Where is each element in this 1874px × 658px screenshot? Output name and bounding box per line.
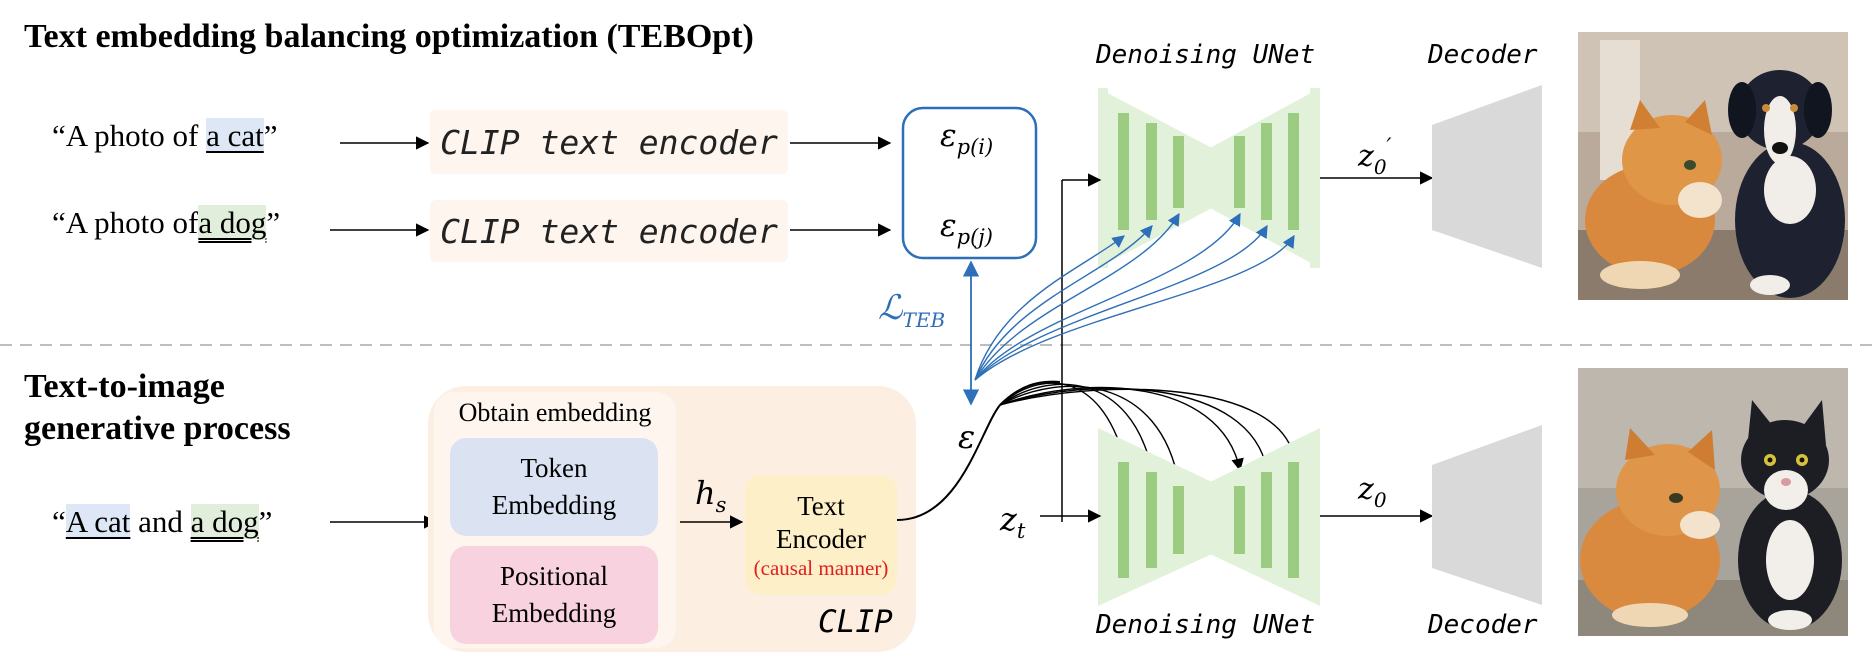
decoder-top-shape xyxy=(1432,85,1542,268)
decoder-bottom-shape xyxy=(1432,425,1542,605)
hs-sub: s xyxy=(715,493,727,517)
loss-teb-label: ℒTEB xyxy=(878,288,945,332)
hs-base: h xyxy=(695,474,716,512)
bottom-prompt-dog: a dog xyxy=(190,504,259,539)
eps-j-base: ε xyxy=(940,208,957,244)
clip-label: CLIP xyxy=(818,604,893,640)
unet-bottom-bar-4 xyxy=(1234,486,1245,554)
epsilon-label: ε xyxy=(958,418,976,456)
top-prompt-1-before: “A photo of xyxy=(52,118,207,153)
z0-prime-sup: ′ xyxy=(1386,135,1392,160)
text-encoder-line1: Text xyxy=(797,491,845,521)
bottom-prompt-open: “ xyxy=(52,504,66,539)
cat-and-dog-photo-icon xyxy=(1578,32,1848,300)
positional-embedding: Positional Embedding xyxy=(450,546,658,644)
bottom-heading-line2: generative process xyxy=(24,410,291,447)
two-cats-photo-icon xyxy=(1578,368,1848,636)
zt-base: z xyxy=(1000,500,1017,538)
text-encoder: Text Encoder (causal manner) xyxy=(745,478,897,592)
bottom-decoder-label: Decoder xyxy=(1428,610,1538,640)
unet-bottom-bar-2 xyxy=(1146,472,1157,568)
z0-prime-base: z xyxy=(1358,139,1374,174)
zt-label: zt xyxy=(1000,500,1025,543)
unet-top-bar-2 xyxy=(1146,123,1157,220)
eps-j-label: εp(j) xyxy=(940,208,993,249)
unet-top-bar-3 xyxy=(1173,136,1184,208)
top-prompt-2-before: “A photo of xyxy=(52,205,199,240)
loss-teb-base: ℒ xyxy=(878,288,903,328)
causal-manner-note: (causal manner) xyxy=(753,556,889,580)
bottom-prompt: “A cat and a dog” xyxy=(52,504,272,540)
z0-label: z0 xyxy=(1358,472,1387,512)
hs-label: hs xyxy=(695,474,726,517)
top-prompt-1-after: ” xyxy=(263,118,278,153)
z0-base: z xyxy=(1358,472,1374,507)
unet-top-bar-1 xyxy=(1118,113,1129,230)
token-embedding-line2: Embedding xyxy=(491,490,617,520)
obtain-embedding-label: Obtain embedding xyxy=(458,398,652,427)
token-embedding-line1: Token xyxy=(520,453,588,483)
token-embedding-box xyxy=(450,438,658,536)
z0-prime-sub: 0 xyxy=(1373,155,1387,179)
bottom-prompt-middle: and xyxy=(130,504,191,539)
token-embedding: Token Embedding xyxy=(450,438,658,536)
top-prompt-1: “A photo of a cat” xyxy=(52,118,278,154)
unet-top-bar-5 xyxy=(1261,123,1272,220)
eps-i-base: ε xyxy=(940,118,957,154)
top-decoder-label: Decoder xyxy=(1428,40,1538,70)
text-encoder-line2: Encoder xyxy=(776,524,866,554)
eps-embedding-box xyxy=(901,106,1038,260)
unet-bottom-bar-6 xyxy=(1288,462,1299,578)
bottom-unet-label: Denoising UNet xyxy=(1096,610,1316,640)
z0-prime-label: z0′ xyxy=(1358,135,1392,179)
top-prompt-1-cat: a cat xyxy=(206,118,264,153)
encoder-output-curve xyxy=(896,380,1061,521)
unet-top-bar-4 xyxy=(1234,136,1245,208)
unet-top-bar-6 xyxy=(1288,113,1299,230)
eps-i-label: εp(i) xyxy=(940,118,993,159)
text-encoder-box xyxy=(745,475,897,595)
eps-j-sub: p(j) xyxy=(956,225,993,249)
zt-sub: t xyxy=(1016,519,1026,543)
bottom-heading-line1: Text-to-image xyxy=(24,368,225,405)
unet-bottom-bar-3 xyxy=(1173,486,1184,554)
clip-text-encoder-2: CLIP text encoder xyxy=(430,200,788,262)
z0-sub: 0 xyxy=(1373,488,1387,512)
top-prompt-2: “A photo ofa dog” xyxy=(52,205,280,241)
top-heading: Text embedding balancing optimization (T… xyxy=(24,18,754,55)
top-prompt-2-after: ” xyxy=(266,205,281,240)
positional-embedding-box xyxy=(450,546,658,644)
bottom-prompt-cat: A cat xyxy=(65,504,131,539)
eps-i-sub: p(i) xyxy=(956,135,994,159)
positional-embedding-line1: Positional xyxy=(499,561,608,591)
unet-bottom-bar-5 xyxy=(1261,472,1272,568)
loss-teb-sub: TEB xyxy=(902,308,946,332)
top-prompt-2-dog: a dog xyxy=(198,205,267,240)
bottom-prompt-close: ” xyxy=(258,504,273,539)
top-unet-label: Denoising UNet xyxy=(1096,40,1316,70)
unet-bottom-bar-1 xyxy=(1118,462,1129,578)
positional-embedding-line2: Embedding xyxy=(491,598,617,628)
clip-text-encoder-1: CLIP text encoder xyxy=(430,110,788,174)
